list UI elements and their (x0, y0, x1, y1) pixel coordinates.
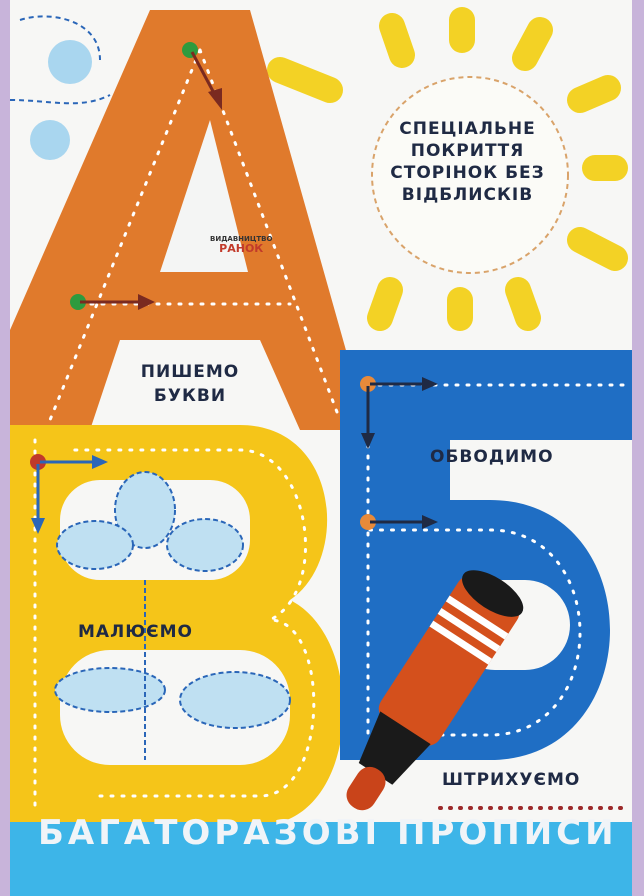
feature-text: СПЕЦІАЛЬНЕ ПОКРИТТЯ СТОРІНОК БЕЗ ВІДБЛИС… (390, 119, 545, 205)
cover-artwork (10, 7, 632, 896)
start-dot-icon (70, 294, 86, 310)
title-band (10, 822, 632, 896)
arrow-icon (208, 88, 222, 110)
publisher-line1: ВИДАВНИЦТВО (210, 235, 273, 243)
letter-ve (10, 425, 344, 825)
publisher-name: РАНОК (219, 242, 264, 255)
publisher-logo: ВИДАВНИЦТВО РАНОК (210, 235, 273, 255)
label-write: ПИШЕМО БУКВИ (140, 362, 240, 406)
start-dot-icon (30, 454, 46, 470)
arrow-icon (361, 433, 375, 449)
arrow-icon (138, 294, 155, 310)
butterfly-decoration (10, 15, 111, 160)
label-trace: ОБВОДИМО (430, 447, 554, 467)
book-title: БАГАТОРАЗОВІ ПРОПИСИ (38, 813, 618, 853)
arrow-icon (422, 377, 438, 391)
start-dot-icon (360, 376, 376, 392)
arrow-icon (422, 515, 438, 529)
marker-icon (346, 570, 524, 811)
arrow-icon (31, 518, 45, 534)
label-hatch: ШТРИХУЄМО (442, 770, 581, 790)
flower-drawing (54, 471, 291, 760)
letter-a (10, 10, 360, 430)
start-dot-icon (360, 514, 376, 530)
arrow-icon (92, 455, 108, 469)
sun (267, 7, 628, 331)
label-draw: МАЛЮЄМО (78, 622, 193, 642)
sun-disc (371, 76, 569, 274)
book-cover: ВИДАВНИЦТВО РАНОК СПЕЦІАЛЬНЕ ПОКРИТТЯ СТ… (10, 0, 632, 896)
